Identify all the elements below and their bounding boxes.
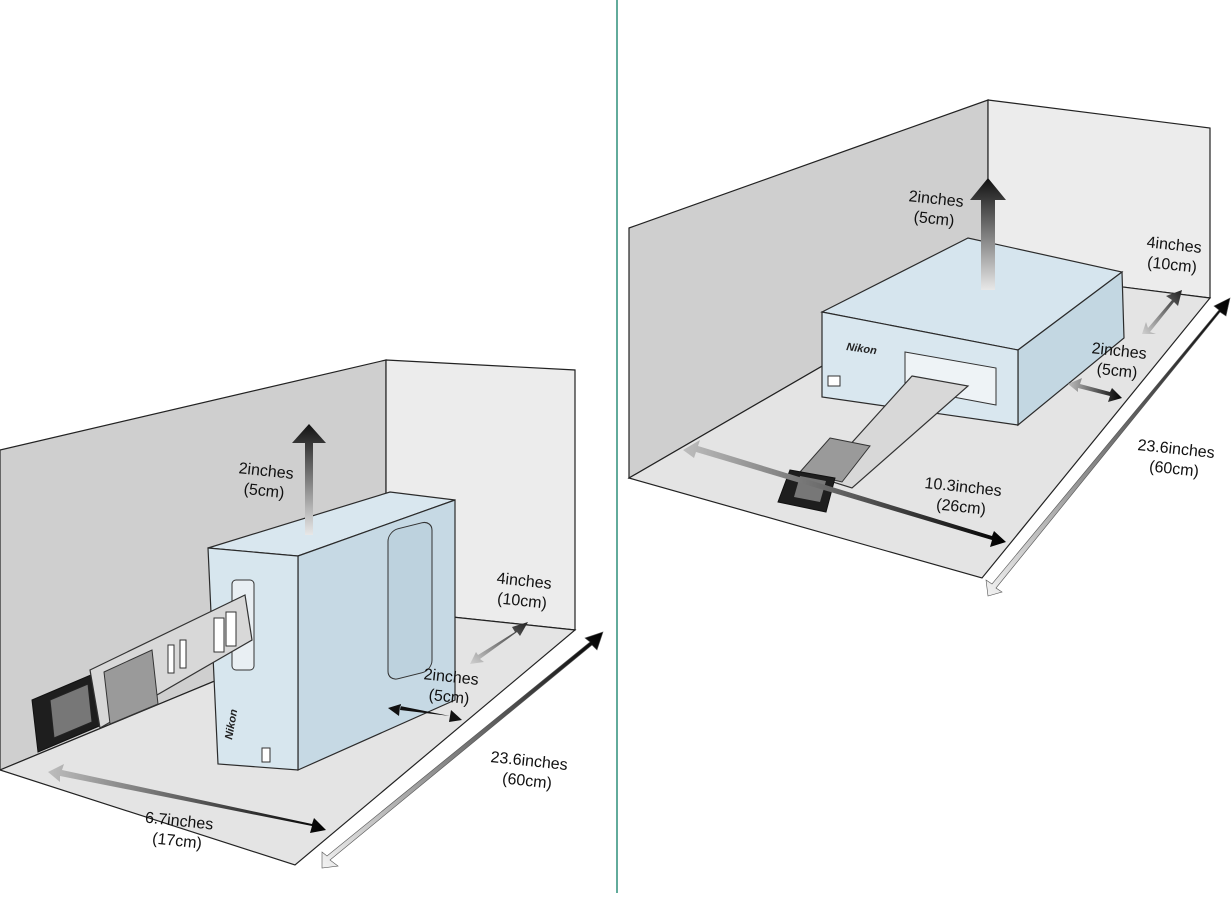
left-side-clearance-label: 2inches (5cm) — [414, 665, 486, 712]
left-top-clearance-label: 2inches (5cm) — [230, 459, 300, 506]
right-back-clearance-label: 4inches (10cm) — [1136, 232, 1210, 279]
right-top-clearance-label: 2inches (5cm) — [900, 187, 970, 234]
left-width-label: 6.7inches (17cm) — [134, 808, 222, 857]
right-side-clearance-label: 2inches (5cm) — [1082, 339, 1154, 386]
left-back-clearance-label: 4inches (10cm) — [486, 568, 560, 615]
